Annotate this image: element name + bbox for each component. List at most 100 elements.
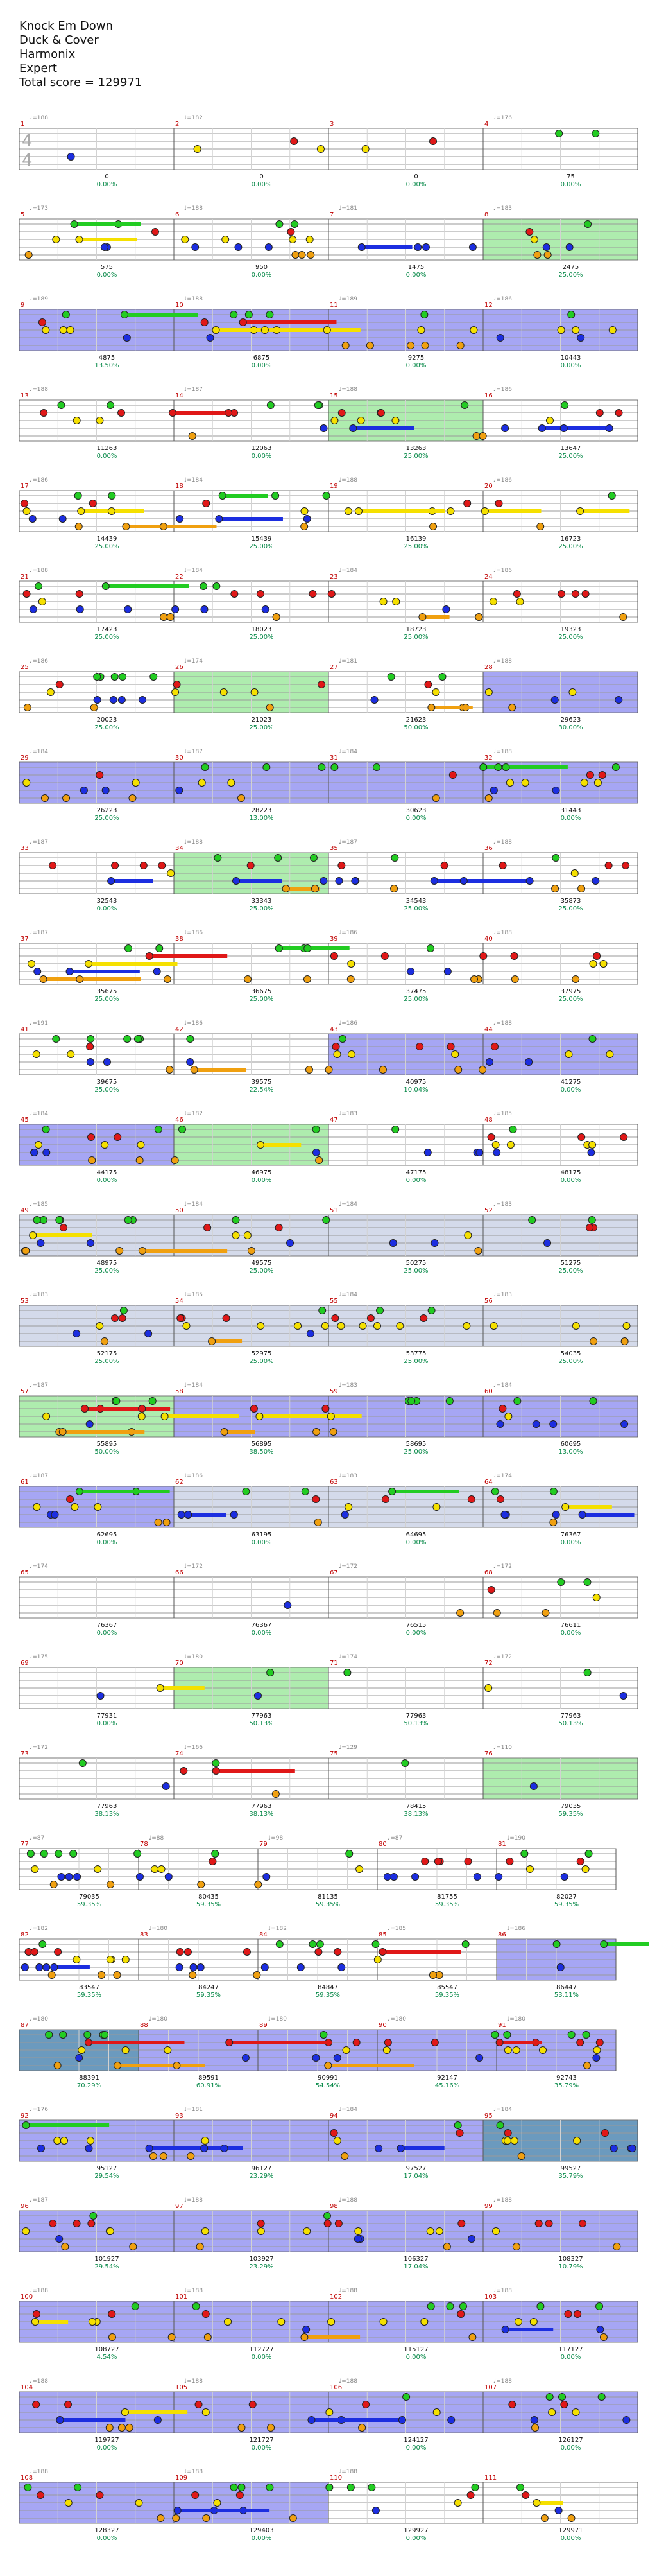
note-gem	[347, 1050, 355, 1058]
note-gem	[567, 311, 576, 318]
note-gem	[132, 779, 140, 787]
sustain-bar	[194, 1068, 246, 1072]
note-gem	[139, 862, 148, 869]
note-gem	[611, 763, 620, 771]
note-gem	[512, 2243, 520, 2250]
note-gem	[94, 1865, 102, 1873]
measure-number: 59	[330, 1388, 338, 1395]
note-gem	[355, 1865, 364, 1873]
note-gem	[145, 952, 153, 960]
note-gem	[525, 1058, 533, 1066]
note-gem	[487, 1133, 495, 1141]
note-gem	[135, 2499, 143, 2507]
note-gem	[323, 2220, 332, 2227]
note-gem	[260, 326, 269, 334]
note-gem	[29, 1231, 37, 1239]
sustain-bar	[126, 525, 217, 528]
measure-percent: 25.00%	[94, 1267, 119, 1275]
note-gem	[576, 2039, 584, 2046]
note-gem	[435, 2227, 443, 2235]
note-gem	[22, 2121, 30, 2129]
note-gem	[196, 1963, 205, 1971]
note-gem	[510, 952, 518, 960]
measure-percent: 0.00%	[406, 1539, 427, 1546]
note-gem	[266, 1669, 275, 1676]
note-gem	[230, 311, 238, 318]
note-gem	[246, 862, 255, 869]
note-gem	[426, 944, 434, 952]
note-gem	[475, 1149, 484, 1156]
measure-number: 57	[21, 1388, 29, 1395]
note-gem	[586, 1224, 594, 1231]
tempo-marker: ♩=172	[30, 1745, 48, 1751]
measure-percent: 0.00%	[97, 1177, 117, 1184]
note-gem	[107, 1881, 115, 1888]
tempo-marker: ♩=87	[30, 1835, 44, 1841]
note-gem	[42, 1126, 50, 1133]
note-gem	[327, 2318, 336, 2326]
note-gem	[286, 1239, 294, 1247]
note-gem	[58, 1428, 67, 1436]
note-gem	[325, 2408, 334, 2416]
measure-number: 10	[175, 302, 183, 309]
tempo-marker: ♩=182	[268, 1926, 287, 1932]
measure-score: 29623	[561, 717, 581, 724]
note-gem	[176, 1314, 185, 1322]
measure-number: 82	[21, 1931, 29, 1938]
note-gem	[227, 779, 235, 787]
sustain-bar	[434, 879, 528, 883]
tempo-marker: ♩=188	[30, 387, 48, 393]
staff-row: 104♩=1881197270.00%105♩=1881217270.00%10…	[19, 2378, 638, 2451]
sustain-bar	[105, 584, 189, 588]
note-gem	[549, 1420, 558, 1428]
note-gem	[325, 2484, 334, 2491]
sustain-bar	[382, 1950, 461, 1954]
measure-number: 31	[330, 754, 338, 761]
note-gem	[513, 1397, 522, 1405]
note-gem	[468, 2333, 477, 2341]
note-gem	[300, 2333, 309, 2341]
measure-percent: 25.00%	[558, 634, 583, 641]
note-gem	[506, 779, 514, 787]
measure-score: 89591	[198, 2075, 219, 2082]
note-gem	[532, 1420, 540, 1428]
note-gem	[232, 1216, 240, 1224]
measure-score: 34543	[406, 898, 427, 905]
note-gem	[377, 409, 385, 417]
note-gem	[338, 1035, 346, 1043]
tempo-marker: ♩=184	[493, 2107, 512, 2113]
note-gem	[237, 2484, 246, 2491]
note-gem	[266, 401, 275, 409]
note-gem	[538, 2046, 547, 2054]
measure-percent: 0.00%	[252, 2535, 272, 2542]
note-gem	[414, 243, 422, 251]
note-gem	[352, 2039, 361, 2046]
measure-score: 121727	[249, 2437, 273, 2444]
note-gem	[504, 1413, 513, 1420]
note-gem	[577, 334, 585, 342]
tempo-marker: ♩=191	[30, 1020, 48, 1027]
note-gem	[525, 228, 534, 236]
measure-number: 72	[484, 1660, 493, 1667]
measure-number: 8	[484, 211, 488, 218]
note-gem	[289, 236, 297, 243]
measure-percent: 0.00%	[406, 2535, 427, 2542]
measure-score: 49575	[252, 1260, 272, 1267]
note-gem	[486, 1058, 494, 1066]
note-gem	[262, 1873, 271, 1881]
measure-percent: 50.13%	[558, 1720, 583, 1727]
note-gem	[464, 1858, 472, 1865]
note-gem	[88, 1156, 96, 1164]
tempo-marker: ♩=184	[184, 477, 203, 483]
song-difficulty: Expert	[19, 62, 57, 75]
note-gem	[447, 2416, 456, 2424]
measure-score: 0	[259, 173, 263, 180]
measure-number: 51	[330, 1207, 338, 1214]
note-gem	[196, 2243, 204, 2250]
note-gem	[312, 1495, 320, 1503]
note-gem	[589, 960, 597, 968]
time-signature-top: 4	[22, 132, 33, 151]
note-gem	[475, 2054, 484, 2062]
measure-percent: 0.00%	[252, 2354, 272, 2361]
measure-score: 21623	[406, 717, 427, 724]
